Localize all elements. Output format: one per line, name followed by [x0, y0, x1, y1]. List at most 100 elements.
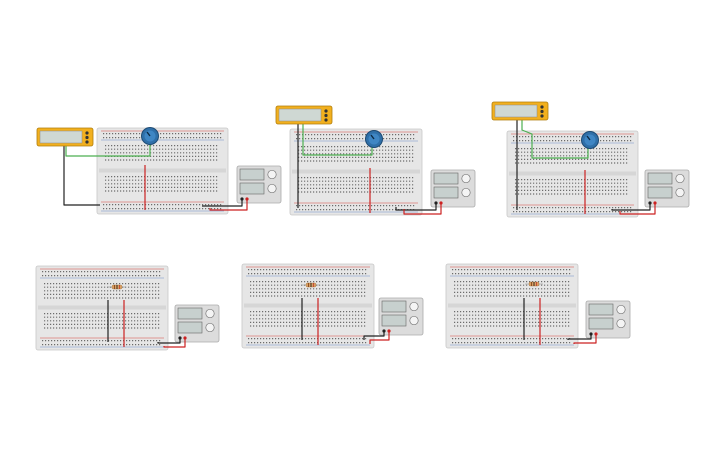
- breadboard[interactable]: [96, 127, 229, 215]
- breadboard[interactable]: [241, 263, 375, 349]
- multimeter-icon[interactable]: [491, 101, 549, 121]
- multimeter-icon[interactable]: [275, 105, 333, 125]
- voltage-knob-icon[interactable]: [461, 173, 471, 184]
- hole-row: [454, 284, 570, 286]
- breadboard[interactable]: [506, 130, 639, 218]
- resistor-icon[interactable]: [302, 282, 320, 288]
- multimeter-jack-icon[interactable]: [540, 109, 544, 114]
- potentiometer-icon[interactable]: [365, 130, 383, 148]
- circuit-resistor-circuit-2[interactable]: [241, 263, 424, 349]
- hole-row: [250, 291, 366, 293]
- hole-row: [105, 179, 218, 181]
- wire-green[interactable]: [65, 140, 151, 157]
- wire-black[interactable]: [363, 331, 385, 340]
- circuit-potentiometer-circuit-2[interactable]: [275, 105, 476, 216]
- hole-row: [454, 325, 570, 327]
- wire-red[interactable]: [209, 199, 248, 211]
- current-display: [177, 321, 203, 334]
- hole-row: [515, 193, 628, 195]
- voltage-knob-icon[interactable]: [616, 304, 626, 315]
- wire-black[interactable]: [567, 334, 592, 340]
- current-knob-icon[interactable]: [461, 187, 471, 198]
- multimeter-jack-icon[interactable]: [85, 131, 89, 135]
- circuit-potentiometer-circuit-1[interactable]: [36, 127, 282, 215]
- voltage-knob-icon[interactable]: [409, 301, 419, 312]
- wire-red[interactable]: [163, 338, 186, 348]
- multimeter-jack-icon[interactable]: [540, 114, 544, 118]
- current-display: [588, 317, 614, 330]
- hole-row: [105, 145, 218, 147]
- hole-row: [298, 191, 414, 193]
- hole-row: [298, 160, 414, 162]
- current-knob-icon[interactable]: [675, 187, 685, 198]
- multimeter-jack-icon[interactable]: [324, 113, 328, 118]
- resistor-icon[interactable]: [108, 284, 126, 290]
- center-channel: [509, 171, 636, 176]
- hole-row: [44, 323, 160, 325]
- wire-black[interactable]: [611, 203, 651, 211]
- resistor-icon[interactable]: [525, 281, 543, 287]
- voltage-knob-icon[interactable]: [205, 308, 215, 319]
- voltage-display: [177, 307, 203, 320]
- wire-black[interactable]: [157, 338, 181, 344]
- center-channel: [292, 169, 420, 174]
- wire-green[interactable]: [521, 120, 589, 159]
- current-knob-icon[interactable]: [267, 183, 277, 194]
- power-supply-icon[interactable]: [585, 300, 631, 339]
- breadboard[interactable]: [445, 263, 579, 349]
- potentiometer-icon[interactable]: [581, 131, 599, 149]
- power-supply-icon[interactable]: [430, 169, 476, 208]
- power-supply-icon[interactable]: [378, 297, 424, 336]
- wire-black[interactable]: [395, 203, 437, 211]
- circuit-resistor-circuit-1[interactable]: [35, 265, 220, 351]
- current-display: [239, 182, 265, 195]
- wire-red[interactable]: [403, 203, 442, 215]
- hole-row: [44, 283, 160, 285]
- voltage-display: [647, 172, 673, 185]
- circuit-resistor-circuit-3[interactable]: [445, 263, 631, 349]
- hole-row: [298, 153, 414, 155]
- current-knob-icon[interactable]: [205, 322, 215, 333]
- voltage-display: [588, 303, 614, 316]
- power-supply-icon[interactable]: [174, 304, 220, 343]
- multimeter-jack-icon[interactable]: [540, 105, 544, 109]
- current-knob-icon[interactable]: [616, 318, 626, 329]
- wire-red[interactable]: [573, 334, 597, 344]
- hole-row: [515, 151, 628, 153]
- hole-row: [454, 288, 570, 290]
- hole-row: [298, 146, 414, 148]
- hole-row: [44, 313, 160, 315]
- hole-row: [44, 293, 160, 295]
- voltage-knob-icon[interactable]: [267, 169, 277, 180]
- wire-green[interactable]: [302, 123, 373, 156]
- breadboard[interactable]: [35, 265, 169, 351]
- multimeter-jack-icon[interactable]: [85, 135, 89, 140]
- wire-red[interactable]: [619, 203, 656, 215]
- hole-row: [454, 318, 570, 320]
- breadboard[interactable]: [289, 128, 423, 216]
- hole-row: [298, 177, 414, 179]
- circuit-potentiometer-circuit-3[interactable]: [491, 101, 690, 218]
- voltage-knob-icon[interactable]: [675, 173, 685, 184]
- potentiometer-pointer: [146, 131, 151, 137]
- hole-row: [515, 162, 628, 164]
- wire-black[interactable]: [63, 146, 100, 206]
- hole-row: [515, 148, 628, 150]
- current-knob-icon[interactable]: [409, 315, 419, 326]
- wire-black[interactable]: [202, 199, 243, 207]
- potentiometer-icon[interactable]: [141, 127, 159, 145]
- multimeter-icon[interactable]: [36, 127, 94, 147]
- power-supply-icon[interactable]: [644, 169, 690, 208]
- multimeter-jack-icon[interactable]: [85, 140, 89, 144]
- hole-row: [454, 314, 570, 316]
- multimeter-jack-icon[interactable]: [324, 118, 328, 122]
- hole-row: [250, 288, 366, 290]
- hole-row: [105, 190, 218, 192]
- power-supply-icon[interactable]: [236, 165, 282, 204]
- hole-row: [105, 183, 218, 185]
- hole-row: [454, 291, 570, 293]
- multimeter-jack-icon[interactable]: [324, 109, 328, 113]
- wire-red[interactable]: [369, 331, 390, 344]
